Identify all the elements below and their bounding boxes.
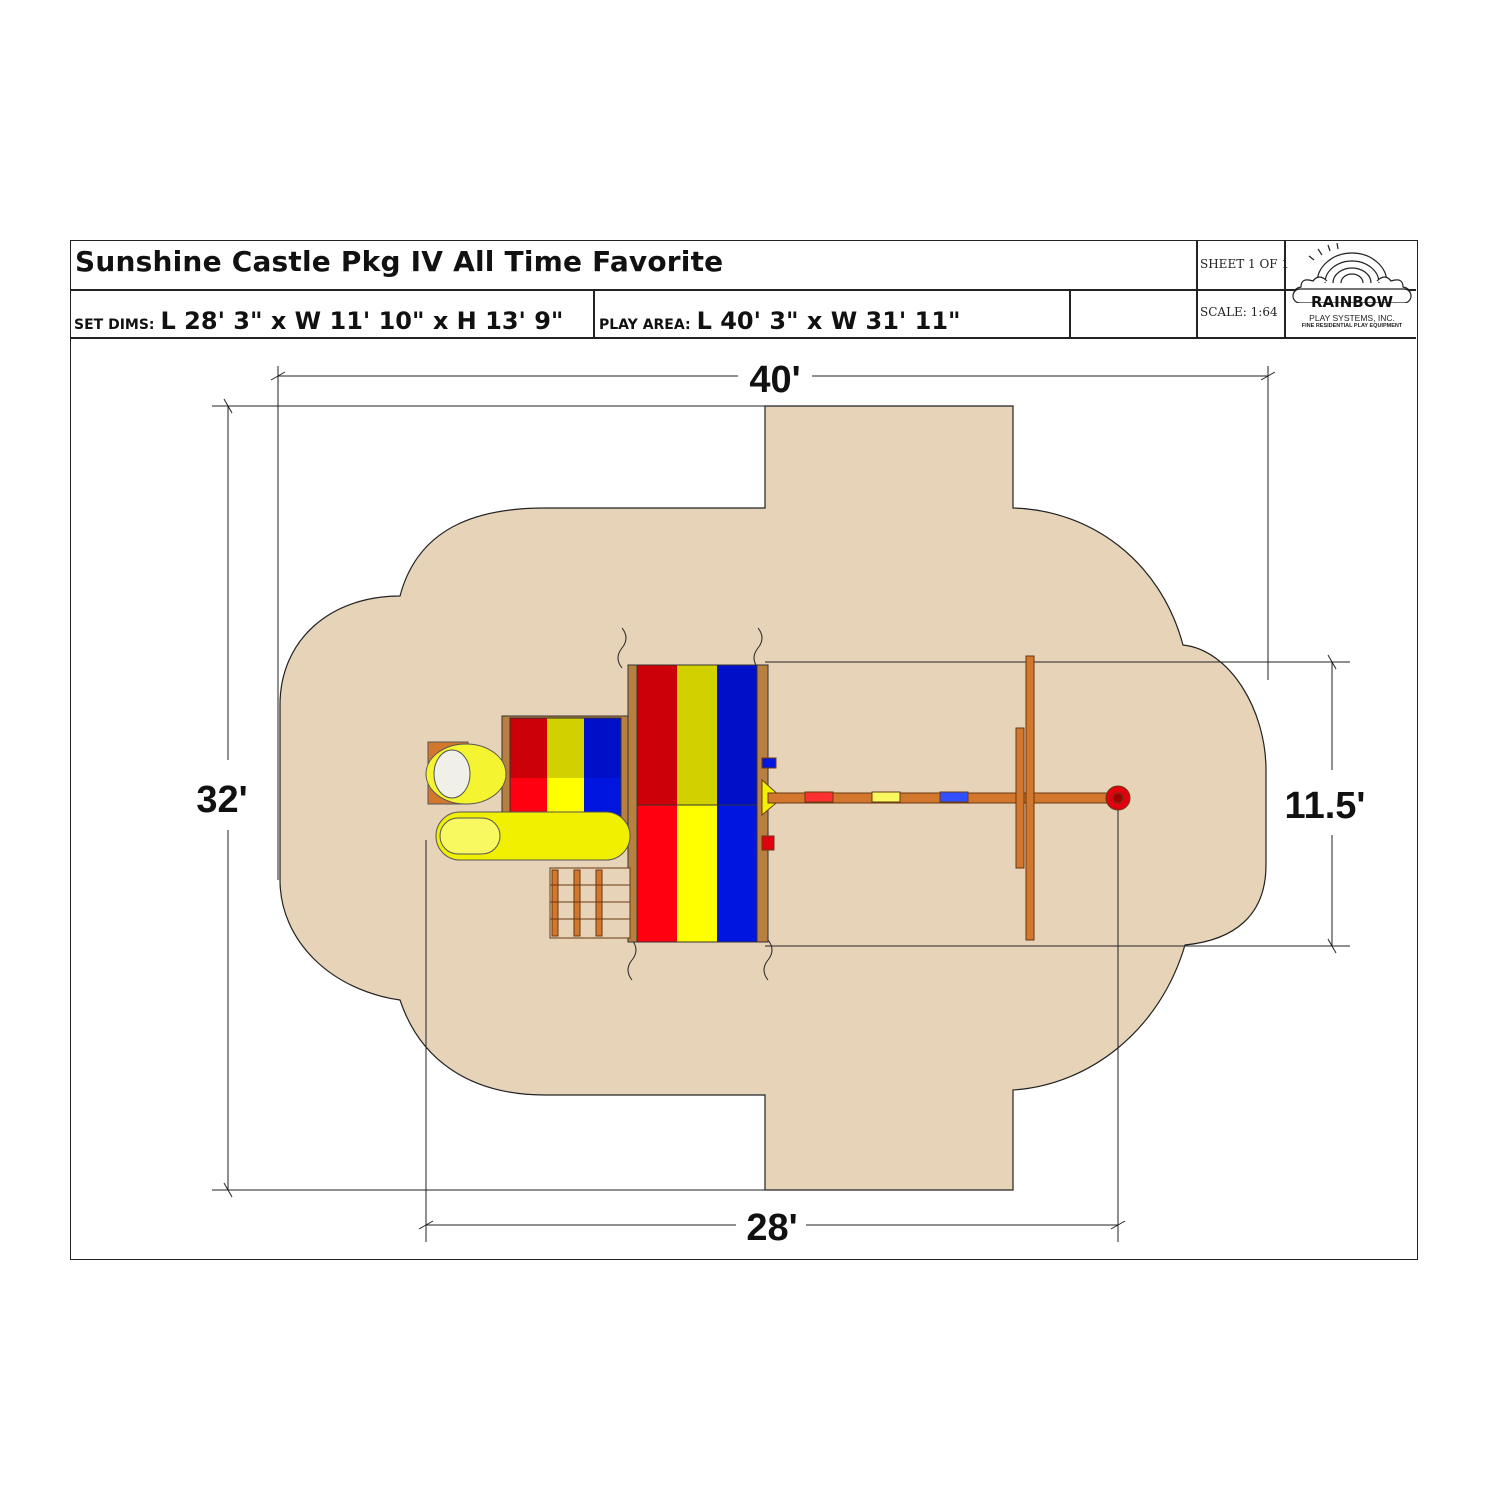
logo-name: RAINBOW [1310, 293, 1394, 311]
sheet-number: SHEET 1 OF 1 [1200, 257, 1290, 271]
dim-label-40: 40' [749, 359, 800, 401]
rainbow-logo-icon [1292, 242, 1412, 304]
slides [425, 741, 631, 861]
set-dims-value: L 28' 3" x W 11' 10" x H 13' 9" [160, 307, 564, 335]
logo-line1: PLAY SYSTEMS, INC. [1309, 313, 1395, 323]
logo-line2: FINE RESIDENTIAL PLAY EQUIPMENT [1301, 323, 1403, 329]
dim-label-28: 28' [746, 1207, 797, 1249]
scale: SCALE: 1:64 [1200, 305, 1278, 319]
sheet-cell-divider [1196, 241, 1198, 337]
set-dims-label: SET DIMS: [74, 317, 155, 333]
dimension-lines [212, 366, 1350, 1242]
blank-cell-divider [1069, 289, 1071, 337]
drawing-sheet: Sunshine Castle Pkg IV All Time Favorite… [70, 240, 1418, 1260]
dim-label-11-5: 11.5' [1285, 785, 1366, 827]
rainbow-logo: RAINBOW PLAY SYSTEMS, INC. FINE RESIDENT… [1287, 242, 1417, 339]
title-divider [71, 289, 1416, 291]
play-area-label: PLAY AREA: [599, 317, 691, 333]
dim-label-32: 32' [196, 779, 247, 821]
drawing-title: Sunshine Castle Pkg IV All Time Favorite [75, 245, 724, 278]
set-dims: SET DIMS: L 28' 3" x W 11' 10" x H 13' 9" [74, 307, 563, 335]
header-divider [71, 337, 1416, 339]
play-area: PLAY AREA: L 40' 3" x W 31' 11" [599, 307, 961, 335]
swing-beam [761, 655, 1131, 941]
dims-cell-divider [593, 289, 595, 337]
logo-cell-divider [1284, 241, 1286, 337]
play-area-value: L 40' 3" x W 31' 11" [696, 307, 961, 335]
ladder [549, 867, 631, 939]
break-lines [617, 627, 773, 981]
main-tower-roof [627, 664, 769, 943]
